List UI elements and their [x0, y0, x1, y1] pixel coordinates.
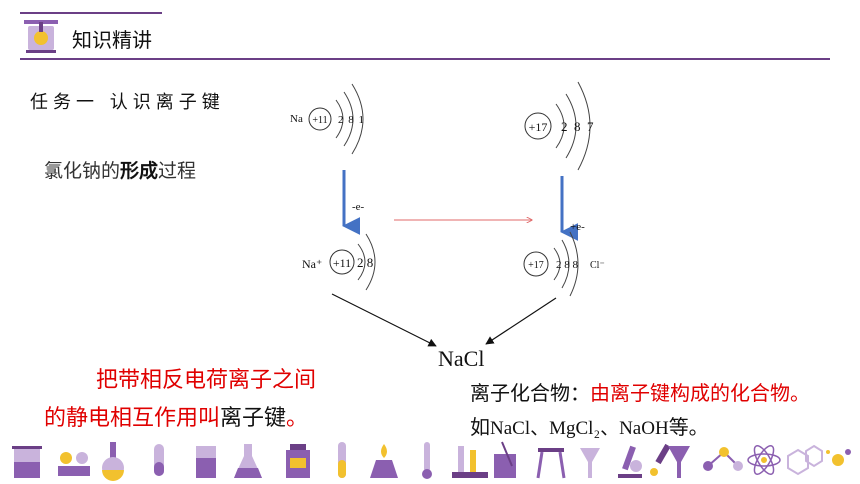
- cl-ion-nucleus: [523, 251, 549, 277]
- cl-shells: 2 8 7: [561, 119, 594, 134]
- na-ion-nucleus: [329, 249, 355, 275]
- gain-electron-label: +e-: [570, 221, 585, 233]
- beaker-stir-icon: [494, 441, 516, 478]
- cl-ion-charge: +17: [528, 260, 544, 271]
- definition-line-2: 的静电相互作用叫离子键。: [44, 400, 316, 438]
- na-ion-charge: +11: [333, 256, 351, 270]
- examples-line: 如NaCl、MgCl₂、NaOH等。: [470, 410, 810, 446]
- na-to-nacl-arrow: [331, 293, 437, 347]
- round-flask-icon: [102, 442, 124, 481]
- lab-flask-icon: [24, 20, 58, 53]
- thermometer-icon: [422, 442, 432, 479]
- examples-prefix: 如: [470, 415, 490, 439]
- burst-icon: [826, 449, 851, 466]
- na-ion-shells: 2 8: [357, 255, 373, 270]
- cl-nucleus-charge: +17: [529, 120, 548, 134]
- header-divider: [20, 58, 830, 60]
- sodium-ion: Na⁺ +11 2 8: [302, 233, 376, 291]
- atom-icon: [747, 445, 781, 475]
- subtitle: 氯化钠的形成过程: [44, 156, 196, 183]
- na-nucleus-charge: +11: [312, 115, 327, 126]
- test-tube-thin-icon: [338, 442, 346, 478]
- jar-icon: [286, 444, 310, 478]
- lose-electron-label: -e-: [352, 201, 365, 213]
- test-tube-rack-icon: [452, 446, 488, 478]
- erlenmeyer-icon: [234, 444, 262, 478]
- cl-ion-shells: 2 8 8: [556, 259, 579, 271]
- definition-line-2-end: 。: [286, 406, 309, 431]
- beaker-small-icon: [196, 446, 216, 478]
- nacl-product: NaCl: [438, 346, 485, 371]
- examples-formulas: NaCl、MgCl₂、NaOH: [490, 418, 669, 439]
- header-accent-line: [20, 12, 162, 14]
- beaker-icon: [12, 446, 42, 478]
- definition-line-1: 把带相反电荷离子之间: [96, 368, 317, 393]
- na-symbol: Na: [290, 113, 303, 125]
- na-nucleus: [308, 107, 332, 131]
- footer-lab-icons: [12, 441, 851, 481]
- subtitle-bold: 形成: [120, 160, 159, 182]
- cl-nucleus: [524, 112, 552, 140]
- definition-line-2-red: 的静电相互作用叫: [44, 406, 221, 431]
- tripod-icon: [536, 448, 566, 479]
- funnel-icon: [668, 446, 690, 478]
- chlorine-atom: +17 2 8 7: [524, 81, 594, 171]
- test-tube-icon: [154, 444, 164, 476]
- ionic-compound-label: 离子化合物：: [470, 381, 590, 405]
- cl-to-nacl-arrow: [485, 297, 557, 345]
- microscope-icon: [618, 445, 642, 478]
- sodium-atom: Na +11 2 8 1: [290, 83, 364, 155]
- ionic-bond-definition: 把带相反电荷离子之间 的静电相互作用叫离子键。: [44, 362, 316, 438]
- molecule-icon: [703, 447, 743, 471]
- ionic-bond-term: 离子键: [220, 406, 287, 431]
- header-title: 知识精讲: [72, 28, 152, 52]
- na-shells: 2 8 1: [338, 114, 364, 126]
- cl-ion-symbol: Cl⁻: [590, 260, 605, 271]
- ionic-compound-definition: 离子化合物：由离子键构成的化合物。 如NaCl、MgCl₂、NaOH等。: [470, 376, 810, 446]
- subtitle-suffix: 过程: [158, 160, 197, 182]
- benzene-icon: [787, 444, 823, 476]
- na-ion-symbol: Na⁺: [302, 257, 322, 271]
- funnel-stand-icon: [580, 448, 600, 478]
- dropper-icon: [650, 443, 671, 476]
- examples-suffix: 等。: [668, 415, 709, 439]
- flask-rack-icon: [58, 452, 90, 476]
- alcohol-lamp-icon: [370, 444, 398, 478]
- subtitle-prefix: 氯化钠的: [44, 160, 121, 182]
- chloride-ion: +17 2 8 8 Cl⁻: [523, 231, 605, 297]
- task-title: 任务一 认识离子键: [30, 92, 225, 113]
- ionic-compound-line: 离子化合物：由离子键构成的化合物。: [470, 376, 810, 410]
- ionic-compound-text: 由离子键构成的化合物。: [590, 381, 810, 405]
